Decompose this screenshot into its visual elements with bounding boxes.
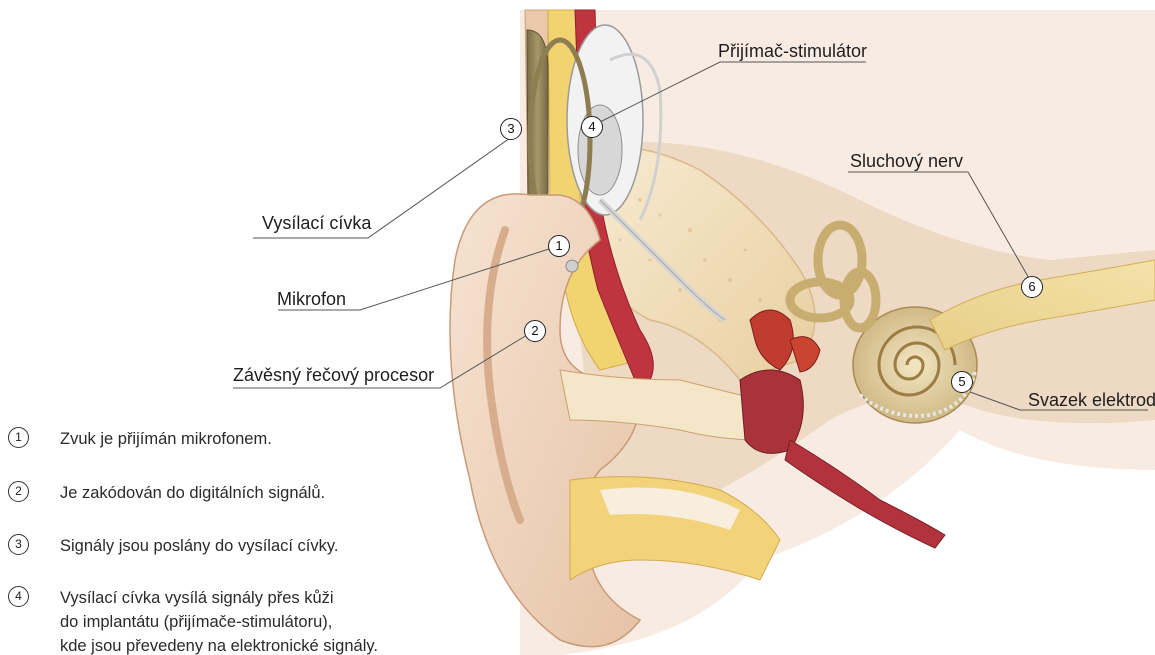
label-receiver-stimulator: Přijímač-stimulátor — [718, 40, 867, 62]
label-transmit-coil: Vysílací cívka — [262, 212, 371, 234]
step-3-text: Signály jsou poslány do vysílací cívky. — [60, 534, 339, 558]
label-electrode-array: Svazek elektrod — [1028, 389, 1155, 411]
step-1-number: 1 — [8, 427, 29, 448]
step-2-text: Je zakódován do digitálních signálů. — [60, 481, 325, 505]
label-processor: Závěsný řečový procesor — [233, 364, 434, 386]
label-microphone: Mikrofon — [277, 288, 346, 310]
marker-4: 4 — [581, 116, 603, 138]
marker-6: 6 — [1021, 276, 1043, 298]
step-3-number: 3 — [8, 534, 29, 555]
step-1-text: Zvuk je přijímán mikrofonem. — [60, 427, 272, 451]
marker-1: 1 — [548, 235, 570, 257]
step-2-number: 2 — [8, 481, 29, 502]
marker-5: 5 — [951, 371, 973, 393]
step-4-text: Vysílací cívka vysílá signály přes kůži … — [60, 586, 378, 655]
marker-3: 3 — [500, 118, 522, 140]
label-auditory-nerve: Sluchový nerv — [850, 150, 963, 172]
step-4-number: 4 — [8, 586, 29, 607]
microphone-dot — [566, 260, 578, 272]
marker-2: 2 — [524, 320, 546, 342]
